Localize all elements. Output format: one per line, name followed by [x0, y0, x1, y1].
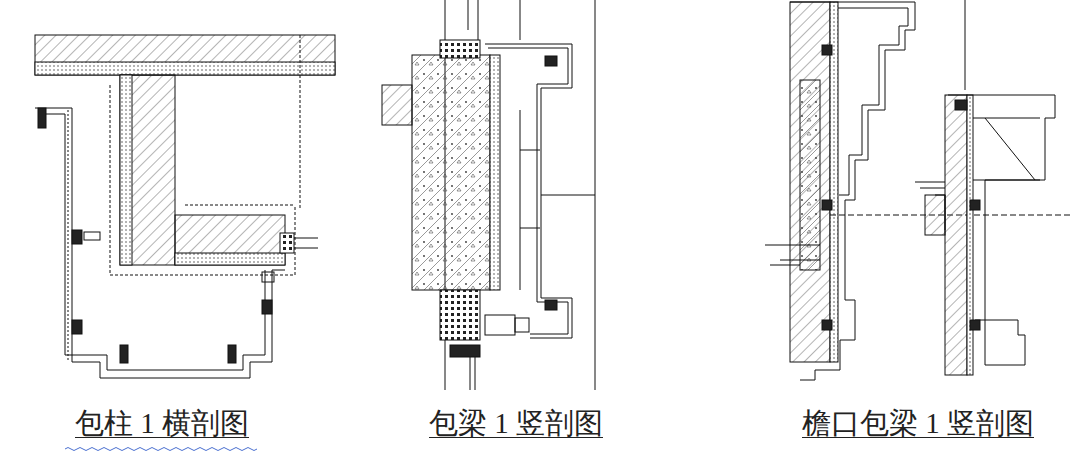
bracket: [72, 320, 82, 334]
bracket: [822, 200, 832, 210]
column-section: [35, 35, 335, 378]
bracket: [955, 100, 967, 110]
floor-slab: [925, 195, 945, 235]
cladding-outline: [42, 114, 265, 370]
cladding-outline: [790, 2, 915, 380]
insulation: [120, 75, 132, 265]
bracket: [120, 345, 128, 363]
beam-section: [382, 0, 595, 390]
bracket: [450, 345, 480, 357]
bracket: [485, 315, 515, 335]
hatched-wall: [945, 95, 967, 375]
hatched-wall: [175, 215, 285, 265]
slab-line: [765, 245, 820, 265]
panel-joint: [541, 195, 595, 196]
panel-line: [68, 110, 69, 360]
bracket: [545, 56, 557, 66]
insulation: [967, 95, 973, 375]
masonry: [440, 290, 480, 340]
mullion: [470, 357, 475, 390]
bracket: [72, 230, 82, 244]
hatched-wall: [35, 35, 335, 75]
bracket: [970, 320, 980, 330]
bracket: [545, 300, 557, 310]
bracket: [38, 108, 46, 128]
cladding-outline: [35, 108, 285, 378]
drawing-caption: 包柱 1 横剖图: [75, 405, 249, 441]
window-frame: [280, 233, 294, 253]
cladding-panel: [488, 48, 568, 334]
masonry: [440, 40, 480, 58]
insulation: [830, 2, 838, 362]
cladding-panel: [485, 44, 572, 338]
bracket: [515, 318, 529, 332]
support-rail: [520, 110, 540, 290]
hatched-wall: [790, 2, 830, 362]
bracket: [822, 45, 832, 55]
hatched-wall: [120, 75, 175, 265]
insulation: [175, 253, 285, 265]
insulation: [35, 62, 335, 75]
bracket: [228, 345, 236, 363]
window-line: [294, 238, 318, 248]
bracket: [262, 272, 274, 282]
dashed-outline: [110, 35, 300, 275]
floor-slab: [382, 85, 412, 125]
concrete-beam: [412, 55, 490, 290]
drawing-caption: 包梁 1 竖剖图: [429, 405, 603, 441]
bracket: [84, 232, 100, 240]
eave-section: [765, 0, 1070, 380]
insulation: [490, 55, 500, 290]
spellcheck-squiggle: [65, 448, 257, 451]
cladding-outline: [838, 8, 908, 195]
bracket: [970, 200, 980, 210]
frame-line: [973, 118, 1040, 180]
mullion: [965, 0, 966, 90]
drawing-caption: 檐口包梁 1 竖剖图: [802, 405, 1034, 441]
cladding-outline: [948, 95, 1055, 365]
bracket: [822, 320, 832, 330]
bracket: [262, 300, 272, 314]
concrete-beam: [800, 80, 820, 270]
